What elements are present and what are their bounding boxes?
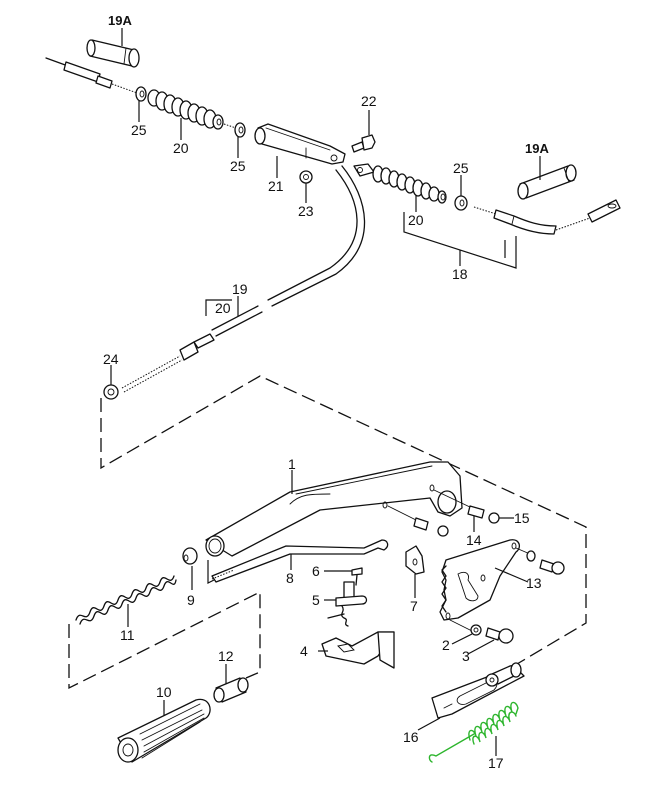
switch-5[interactable]: [327, 581, 368, 627]
label-7: 7: [410, 598, 418, 614]
bolt-22[interactable]: [351, 134, 376, 153]
ratchet-sector-13[interactable]: [439, 539, 521, 621]
label-23: 23: [298, 203, 314, 219]
label-19a-right: 19A: [525, 141, 549, 156]
screw-6[interactable]: [351, 567, 363, 586]
label-19: 19: [232, 281, 248, 297]
label-8: 8: [286, 570, 294, 586]
sleeve-19a-left[interactable]: [86, 39, 140, 68]
label-18: 18: [452, 266, 468, 282]
handle-grip-10[interactable]: [117, 698, 211, 763]
label-10: 10: [156, 684, 172, 700]
spring-boot-20-a[interactable]: [147, 89, 224, 130]
bolt-13[interactable]: [539, 559, 565, 575]
pin-14[interactable]: [467, 505, 485, 519]
washer-13[interactable]: [526, 550, 536, 562]
label-25-b: 25: [230, 158, 246, 174]
group-outline-lever: [100, 375, 587, 665]
pawl-7[interactable]: [405, 545, 425, 575]
label-20-a: 20: [173, 140, 189, 156]
clip-lever[interactable]: [437, 525, 449, 537]
label-12: 12: [218, 648, 234, 664]
label-24: 24: [103, 351, 119, 367]
bolt-3[interactable]: [485, 627, 514, 644]
label-14: 14: [466, 532, 482, 548]
bracket-4[interactable]: [321, 631, 395, 669]
group-outline-grip: [68, 590, 261, 690]
nut-23[interactable]: [299, 170, 313, 184]
label-11: 11: [120, 627, 135, 643]
label-16: 16: [403, 729, 419, 745]
label-17: 17: [488, 755, 504, 771]
label-25-a: 25: [131, 122, 147, 138]
mounting-plate-16[interactable]: [431, 662, 525, 719]
pin-lever[interactable]: [413, 517, 429, 531]
insert-12[interactable]: [213, 677, 249, 703]
label-6: 6: [312, 563, 320, 579]
handbrake-lever-1[interactable]: [205, 461, 463, 557]
main-cable-19[interactable]: [121, 165, 366, 393]
cable-18[interactable]: [473, 199, 621, 235]
bushing-9[interactable]: [182, 547, 198, 565]
washer-25-a[interactable]: [135, 86, 147, 102]
label-13: 13: [526, 575, 542, 591]
label-20-b: 20: [408, 212, 424, 228]
equalizer-21[interactable]: [254, 123, 346, 165]
washer-25-c[interactable]: [454, 195, 468, 211]
washer-2[interactable]: [470, 624, 482, 636]
label-2: 2: [442, 637, 450, 653]
nut-24[interactable]: [103, 384, 119, 400]
cable-end-rod-left[interactable]: [45, 57, 141, 95]
label-1: 1: [288, 456, 296, 472]
return-spring-17[interactable]: [428, 701, 519, 763]
label-5: 5: [312, 592, 320, 608]
cable-end-fork-right-upper[interactable]: [353, 163, 375, 177]
label-25-c: 25: [453, 160, 469, 176]
label-9: 9: [187, 592, 195, 608]
spring-11[interactable]: [75, 575, 177, 625]
label-4: 4: [300, 643, 308, 659]
washer-25-b[interactable]: [234, 122, 246, 138]
label-3: 3: [462, 648, 470, 664]
label-20-c: 20: [215, 300, 231, 316]
spring-boot-20-b[interactable]: [372, 165, 447, 204]
release-rod-8[interactable]: [211, 539, 389, 583]
label-22: 22: [361, 93, 377, 109]
label-21: 21: [268, 178, 284, 194]
label-19a-left: 19A: [108, 13, 132, 28]
label-15: 15: [514, 510, 530, 526]
clip-15[interactable]: [488, 512, 500, 524]
sleeve-19a-right[interactable]: [517, 164, 577, 200]
